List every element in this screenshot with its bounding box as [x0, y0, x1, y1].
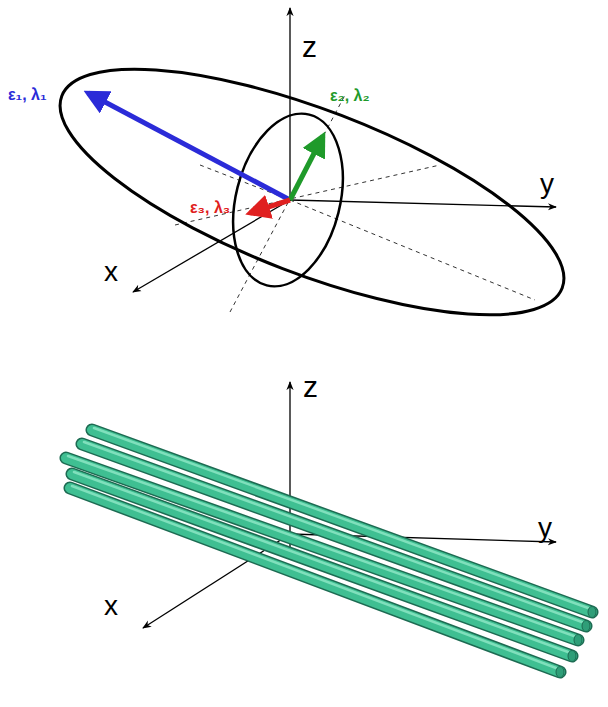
eigenvector-1: [88, 93, 290, 200]
axis-label: x: [104, 592, 118, 620]
fibre-bundle: [66, 428, 596, 678]
fibre: [66, 456, 582, 646]
eigen-label: ε₂, λ₂: [330, 88, 370, 104]
fibre: [92, 428, 596, 618]
dashed-axes: [175, 95, 535, 312]
ellipsoid: [32, 8, 591, 365]
fibre: [72, 472, 576, 662]
cross-section: [216, 102, 359, 298]
axis-label: z: [302, 32, 317, 62]
axis-label: x: [104, 258, 118, 286]
axis-label: z: [303, 372, 318, 402]
eigen-label: ε₃, λ₃: [190, 200, 230, 216]
axis-label: y: [540, 170, 554, 198]
ellipse-outline: [32, 19, 591, 364]
eigenvector-2: [290, 136, 323, 200]
axis-label: y: [538, 514, 552, 542]
eigenvector-3: [250, 200, 290, 213]
eigen-label: ε₁, λ₁: [8, 87, 47, 103]
fibre: [82, 442, 590, 632]
